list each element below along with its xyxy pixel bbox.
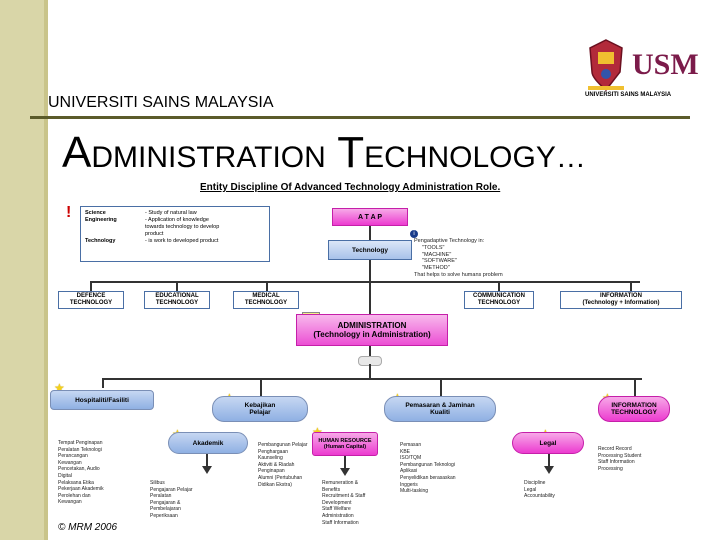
medical-technology-box: MEDICAL TECHNOLOGY [233,291,299,309]
page-title: ADMINISTRATION TECHNOLOGY… [62,130,586,181]
technology-definition-list: Pengadaptive Technology in: "TOOLS" "MAC… [414,238,503,278]
connector [498,281,500,291]
usm-logo: USM [586,38,699,102]
usm-logo-text: USM [632,48,699,81]
human-resource-list: Remuneration & Benefits Recruitment & St… [322,480,366,526]
connector [369,226,371,240]
human-resource-box: HUMAN RESOURCE (Human Capital) [312,432,378,456]
connector [102,378,642,380]
hospitaliti-list: Tempat Penginapan Peralatan Teknologi Pe… [58,440,104,506]
connector [176,281,178,291]
akademik-list: Silibus Pengajaran Pelajar Peralatan Pen… [150,480,193,519]
definition-row: Science- Study of natural law [85,210,197,216]
title-letter-t: T [337,128,365,177]
definition-row: Technology- is work to developed product [85,238,219,244]
connector [369,346,371,360]
usm-crest-icon [588,39,624,92]
kebajikan-pelajar-box: Kebajikan Pelajar [212,396,308,422]
defence-technology-box: DEFENCE TECHNOLOGY [58,291,124,309]
connector [548,454,550,468]
administration-box: ADMINISTRATION (Technology in Administra… [296,314,448,346]
definition-row: towards technology to develop [145,224,220,230]
administration-title: ADMINISTRATION [337,321,407,330]
university-name: UNIVERSITI SAINS MALAYSIA [48,94,274,111]
connector [369,364,371,378]
communication-technology-box: COMMUNICATION TECHNOLOGY [464,291,534,309]
connector [344,456,346,470]
info-icon: i [410,230,418,238]
definitions-box: Science- Study of natural law Engineerin… [80,206,270,262]
administration-subtitle: (Technology in Administration) [313,330,431,339]
akademik-box: Akademik [168,432,248,454]
exclamation-icon: ! [66,204,72,221]
definition-row: Engineering- Application of knowledge [85,217,209,223]
atap-box: A T A P [332,208,408,226]
pemasaran-box: Pemasaran & Jaminan Kualiti [384,396,496,422]
legal-box: Legal [512,432,584,454]
educational-technology-box: EDUCATIONAL TECHNOLOGY [144,291,210,309]
kebajikan-list: Pembangunan Pelajar Penghargaan Kaunseli… [258,442,308,488]
connector [369,281,371,315]
connector [266,281,268,291]
title-letter-a: A [62,128,92,177]
definition-row: product [145,231,164,237]
slide-side-bar-edge [44,0,48,540]
pemasaran-list: Pemasan KBE ISO/TQM Pembangunan Teknolog… [400,442,456,495]
title-rest-a: DMINISTRATION [91,141,326,174]
arrow-down-icon [544,466,554,474]
hospitaliti-box: Hospitaliti/Fasiliti [50,390,154,410]
arrow-down-icon [202,466,212,474]
connector [630,281,632,291]
star-icon: ★ [54,381,65,395]
technology-box: Technology [328,240,412,260]
connector [102,378,104,388]
information-technology-pill: INFORMATION TECHNOLOGY [598,396,670,422]
connector [90,281,640,283]
connector [206,454,208,468]
title-rest-t: ECHNOLOGY… [364,141,586,174]
slide-side-bar [0,0,48,540]
connector [260,378,262,396]
usm-logo-caption: UNIVERSITI SAINS MALAYSIA [585,92,672,98]
information-technology-list: Record Record Processing Student Staff I… [598,446,642,472]
header-divider [30,116,690,119]
legal-list: Discipline Legal Accountability [524,480,555,500]
connector [90,281,92,291]
connector [440,378,442,396]
diagram-subtitle: Entity Discipline Of Advanced Technology… [200,182,501,193]
connector [369,260,371,282]
copyright-text: © MRM 2006 [58,522,118,533]
arrow-down-icon [340,468,350,476]
information-technology-box: INFORMATION (Technology + Information) [560,291,682,309]
connector [634,378,636,396]
